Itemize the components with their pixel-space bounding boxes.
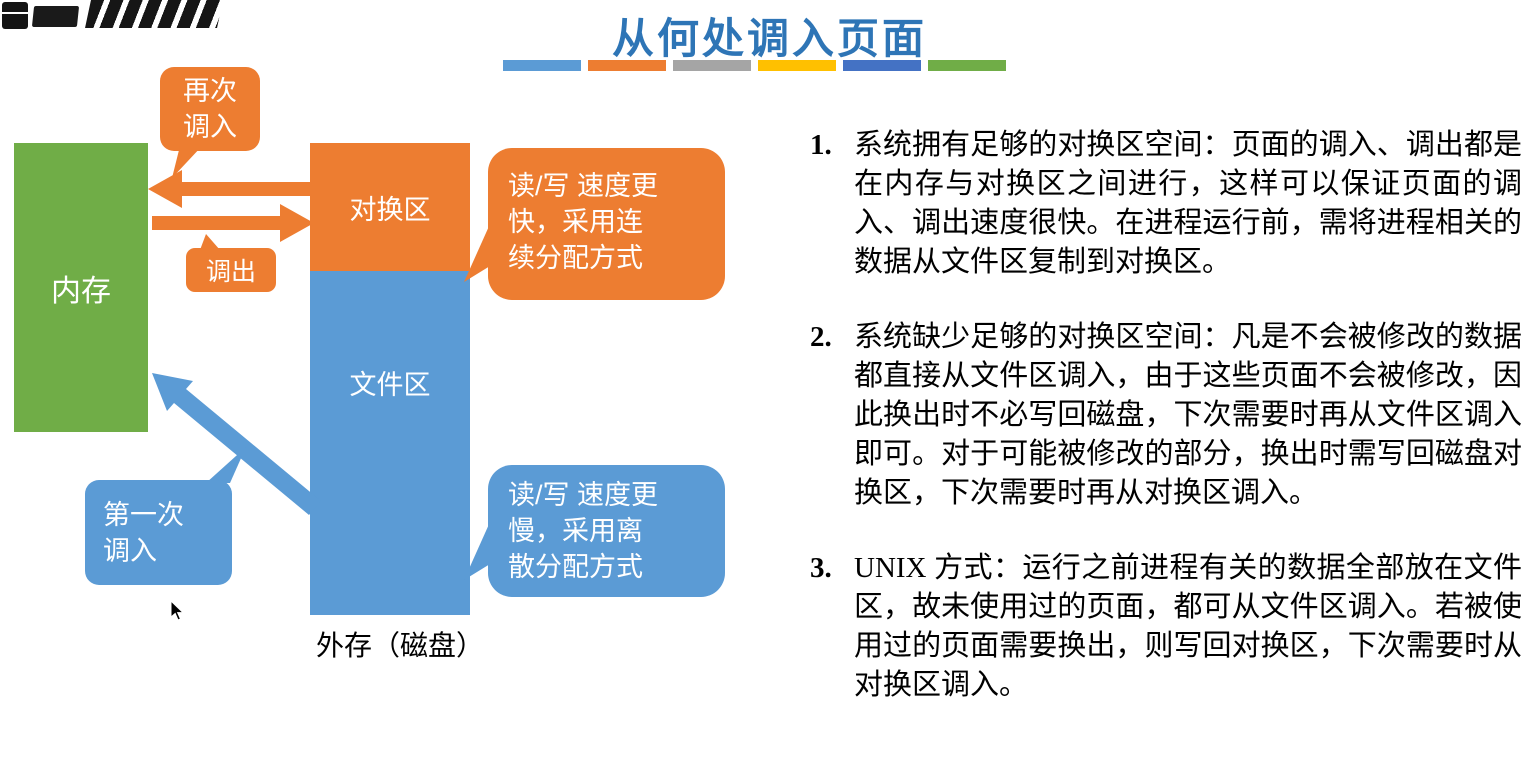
file-speed-bubble: 读/写 速度更 慢，采用离 散分配方式 [488, 465, 725, 597]
file-area-box: 文件区 [310, 271, 470, 615]
note-text: UNIX 方式：运行之前进程有关的数据全部放在文件区，故未使用过的页面，都可从文… [854, 552, 1522, 701]
note-number: 2. [810, 321, 832, 353]
swap-speed-bubble-text: 读/写 速度更 快，采用连 续分配方式 [508, 171, 659, 273]
file-speed-bubble-text: 读/写 速度更 慢，采用离 散分配方式 [508, 480, 659, 582]
first-load-callout: 第一次 调入 [85, 480, 232, 585]
underline-segment [673, 60, 751, 71]
reload-callout: 再次 调入 [160, 67, 260, 151]
notes-list: 1. 系统拥有足够的对换区空间：页面的调入、调出都是在内存与对换区之间进行，这样… [810, 126, 1522, 741]
memory-label: 内存 [51, 274, 111, 308]
note-number: 1. [810, 129, 832, 161]
swap-in-arrow [148, 170, 310, 208]
file-area-label: 文件区 [349, 370, 431, 400]
note-text: 系统拥有足够的对换区空间：页面的调入、调出都是在内存与对换区之间进行，这样可以保… [854, 129, 1522, 278]
swap-out-callout-text: 调出 [205, 258, 256, 286]
disk-label: 外存（磁盘） [315, 631, 484, 662]
note-item-3: 3. UNIX 方式：运行之前进程有关的数据全部放在文件区，故未使用过的页面，都… [810, 549, 1522, 705]
underline-segment [758, 60, 836, 71]
note-item-2: 2. 系统缺少足够的对换区空间：凡是不会被修改的数据都直接从文件区调入，由于这些… [810, 318, 1522, 513]
underline-segment [843, 60, 921, 71]
first-load-callout-tail [206, 447, 246, 483]
page-title: 从何处调入页面 [611, 17, 927, 63]
reload-callout-tail [172, 146, 202, 178]
swap-speed-bubble-tail [464, 224, 490, 282]
underline-segment [503, 60, 581, 71]
underline-segment [928, 60, 1006, 71]
swap-speed-bubble: 读/写 速度更 快，采用连 续分配方式 [488, 148, 725, 300]
watermark-mark-icon [2, 2, 28, 29]
first-load-arrow [152, 373, 321, 515]
reload-callout-text: 再次 调入 [183, 76, 237, 142]
file-speed-bubble-tail [464, 522, 490, 580]
note-text: 系统缺少足够的对换区空间：凡是不会被修改的数据都直接从文件区调入，由于这些页面不… [854, 321, 1522, 509]
first-load-callout-text: 第一次 调入 [103, 499, 184, 566]
note-number: 3. [810, 552, 832, 584]
swap-area-label: 对换区 [349, 194, 431, 225]
underline-segment [588, 60, 666, 71]
swap-out-callout-tail [200, 234, 220, 250]
mouse-cursor-icon [170, 599, 185, 621]
swap-out-callout: 调出 [186, 248, 276, 292]
title-underline [503, 60, 1006, 71]
corner-watermark [0, 0, 235, 34]
memory-box: 内存 [14, 143, 148, 432]
swap-area-box: 对换区 [310, 143, 470, 271]
note-item-1: 1. 系统拥有足够的对换区空间：页面的调入、调出都是在内存与对换区之间进行，这样… [810, 126, 1522, 282]
swap-out-arrow [152, 204, 314, 242]
